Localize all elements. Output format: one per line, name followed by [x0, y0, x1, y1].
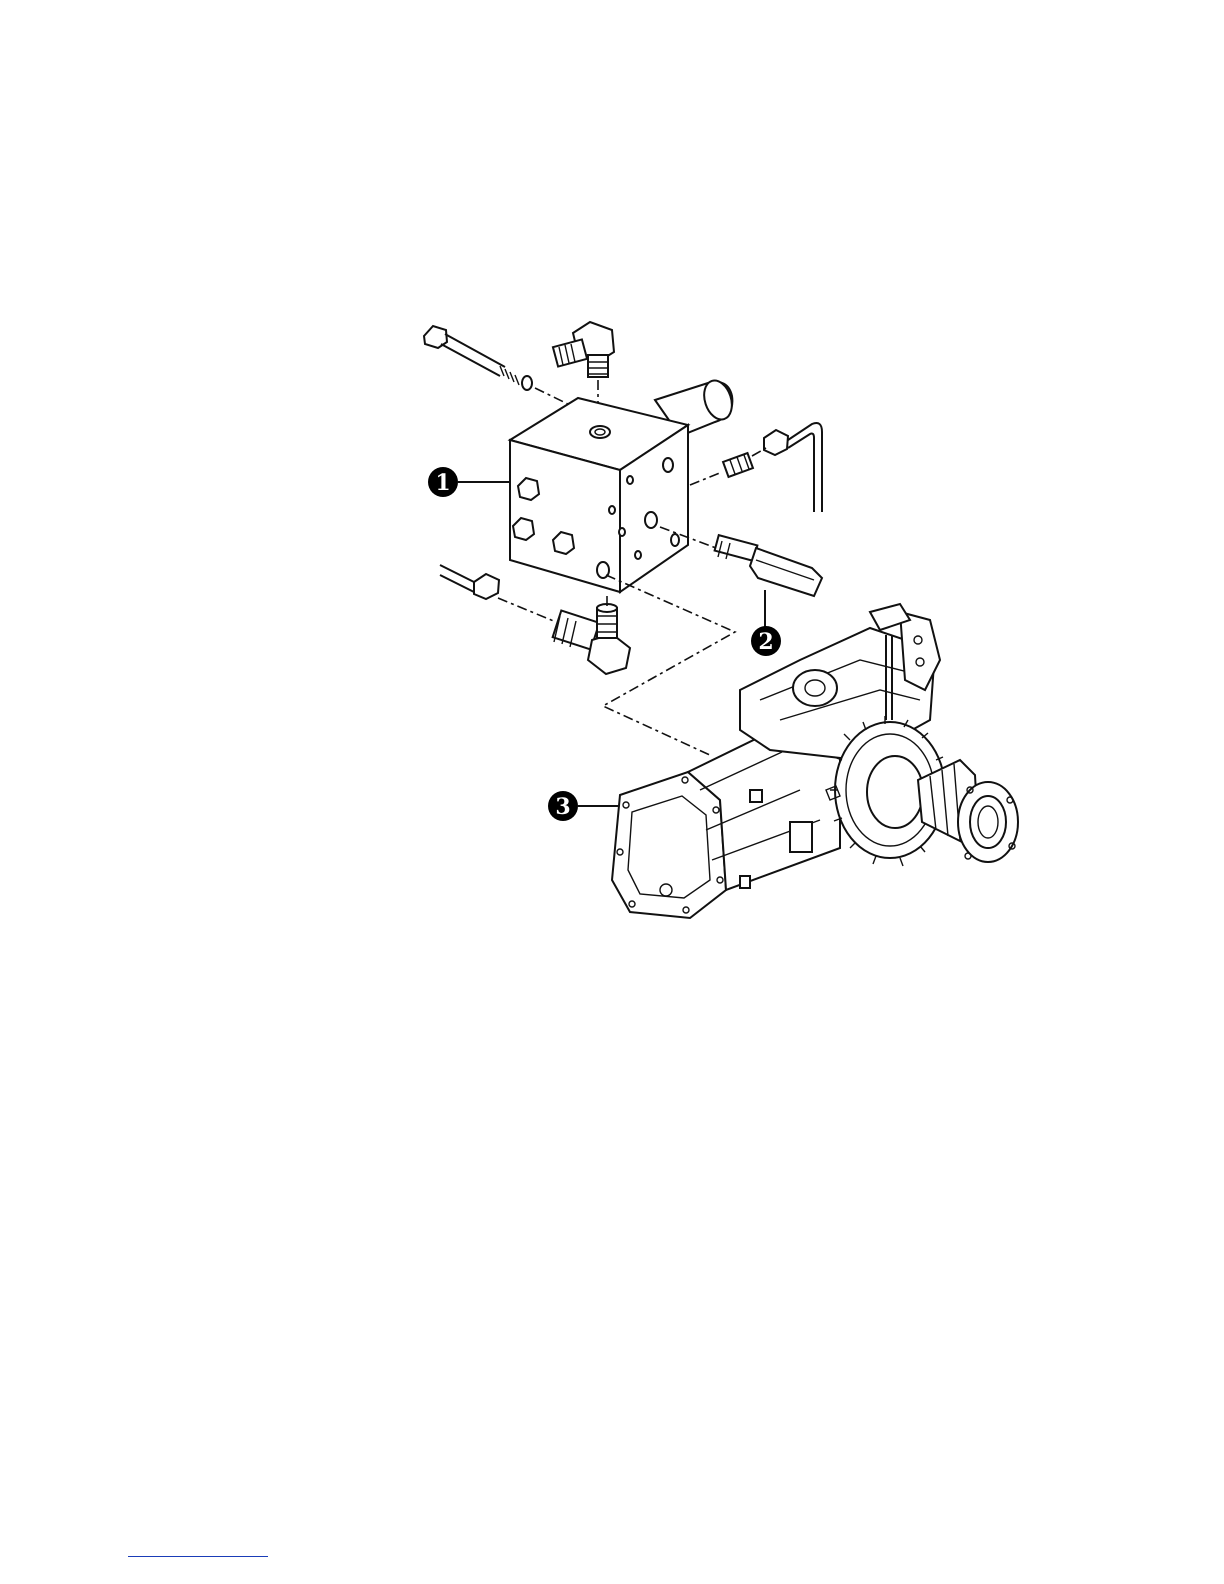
callout-2-number: 2 [758, 629, 773, 655]
footnote-rule [128, 1556, 268, 1557]
long-bolt [424, 326, 572, 406]
callout-3-number: 3 [555, 794, 570, 820]
callout-1: 1 [428, 467, 458, 497]
right-pipe-assembly [690, 423, 822, 512]
callout-1-number: 1 [435, 470, 450, 496]
callout-3: 3 [548, 791, 578, 821]
callout-2: 2 [751, 626, 781, 656]
valve-block [510, 398, 688, 592]
transmission-housing [612, 604, 1018, 918]
